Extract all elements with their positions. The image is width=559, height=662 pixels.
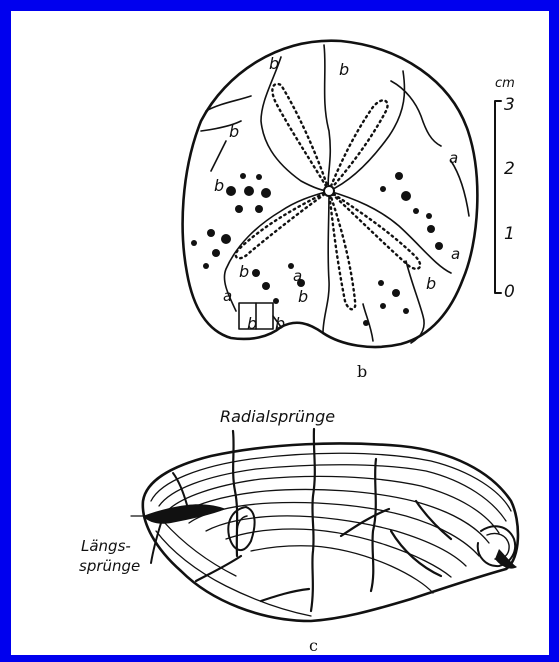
scale-tick-label: 0	[504, 282, 515, 302]
annotation-radial-cracks: Radialsprünge	[220, 407, 335, 426]
ambulacral-label: a	[293, 267, 302, 285]
scale-tick-label: 1	[504, 224, 515, 244]
ambulacral-label: a	[451, 245, 460, 263]
fractured-fragment	[228, 507, 254, 550]
plate-label: b	[426, 274, 436, 293]
plate-label: b	[229, 122, 239, 141]
scale-unit: cm	[495, 76, 515, 91]
longitudinal-crack-mass	[143, 473, 226, 563]
figure-svg: b b b b b b b b b a a a a cm 3 2	[11, 11, 549, 655]
shell-umbo	[478, 526, 517, 568]
scale-line	[495, 101, 501, 293]
plate-label: b	[298, 287, 308, 306]
ambulacral-label: a	[223, 287, 232, 305]
radial-cracks	[196, 429, 451, 611]
scale-tick-label: 2	[504, 159, 515, 179]
plate-label: b	[339, 60, 349, 79]
annotation-longitudinal-cracks: sprünge	[79, 557, 140, 575]
plate-label: b	[239, 262, 249, 281]
scale-bar: cm 3 2 1 0	[495, 76, 515, 302]
apical-disc	[324, 186, 334, 196]
bivalve-shell	[131, 429, 518, 621]
figure-canvas: b b b b b b b b b a a a a cm 3 2	[11, 11, 549, 655]
plate-label: b	[247, 314, 257, 333]
sea-urchin-test: b b b b b b b b b a a a a	[183, 41, 478, 347]
plate-label: b	[214, 176, 224, 195]
ambulacral-label: a	[449, 149, 458, 167]
panel-label-c: c	[309, 636, 318, 655]
panel-label-b: b	[357, 362, 367, 381]
annotation-longitudinal-cracks: Längs-	[81, 537, 131, 555]
plate-label: b	[269, 54, 279, 73]
scale-tick-label: 3	[504, 95, 515, 115]
plate-label: b	[275, 314, 285, 333]
